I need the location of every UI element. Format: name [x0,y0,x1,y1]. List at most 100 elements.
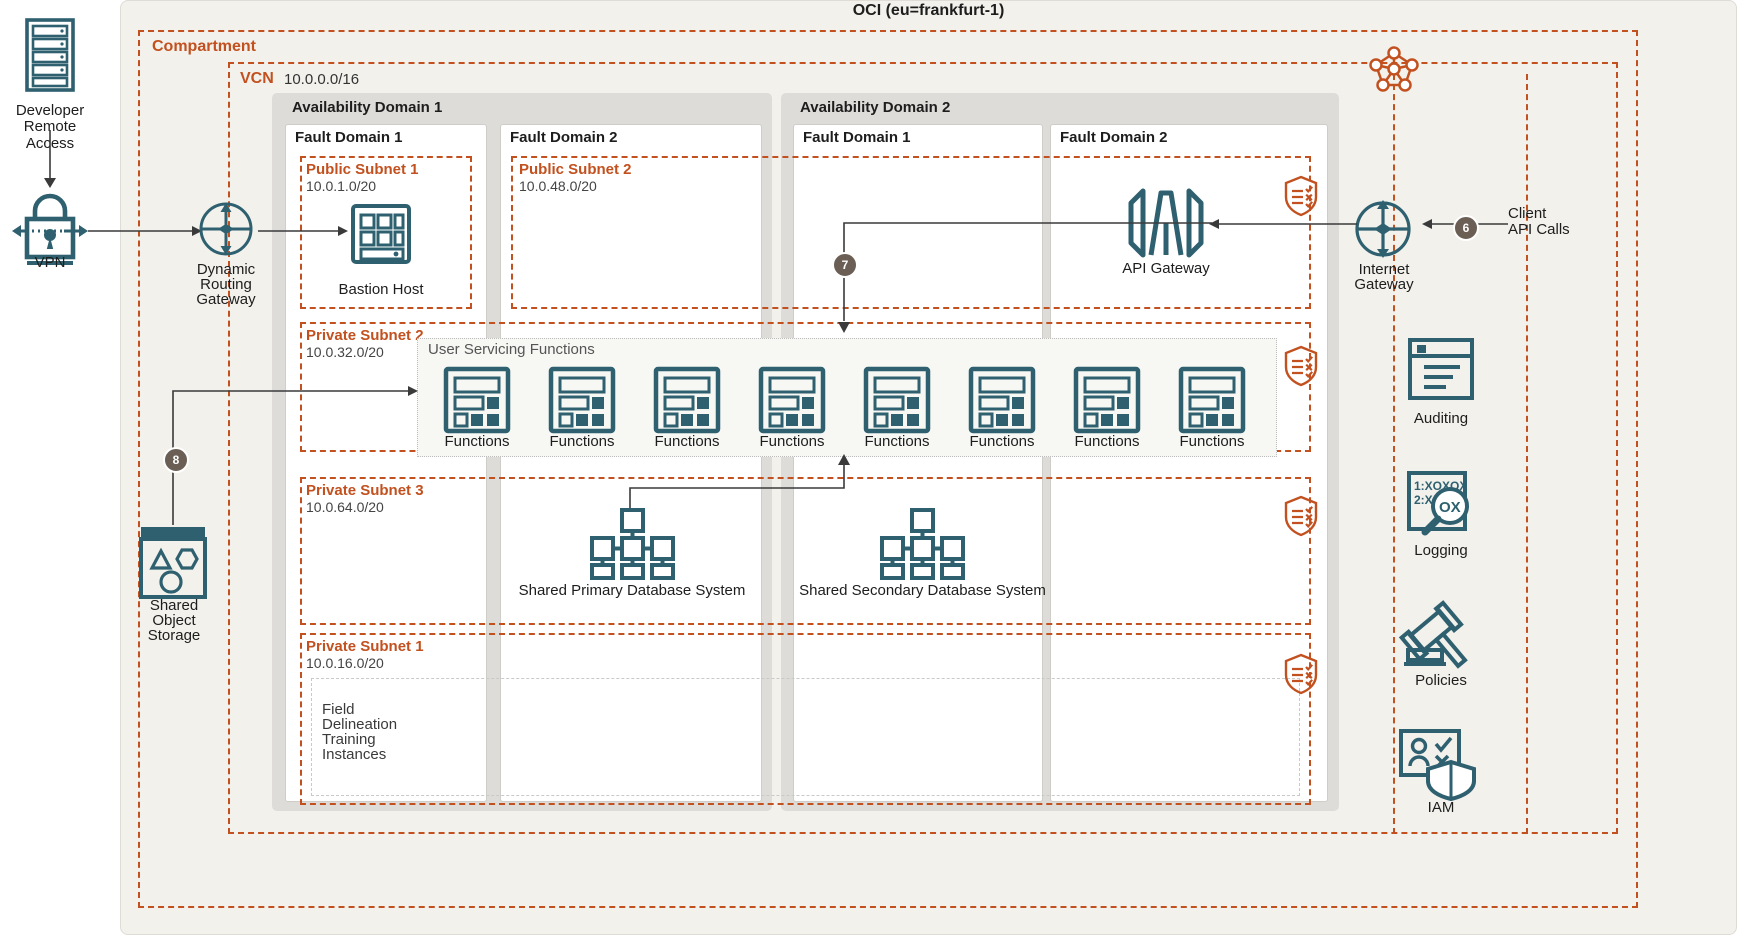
iam-shield-icon [1398,728,1480,802]
database-system-icon [585,508,680,580]
training-instances-line-3: Training [322,731,376,748]
functions-label: Functions [444,433,510,450]
arrow-internetgw-to-apigw [1209,219,1357,229]
vpn-label: VPN [34,254,66,271]
user-servicing-functions-title: User Servicing Functions [428,341,595,358]
training-instances-line-4: Instances [322,746,387,763]
private-subnet-3-cidr: 10.0.64.0/20 [306,499,384,515]
compartment-label: Compartment [152,38,257,55]
object-storage-label-2: Object [152,612,196,629]
object-storage-icon [138,524,208,602]
security-lane-left-edge [1393,74,1395,834]
arrow-drg-to-bastion [258,226,348,236]
availability-domain-2-title: Availability Domain 2 [800,99,951,116]
security-lane-right-edge [1526,74,1528,834]
auditing-label: Auditing [1413,410,1469,427]
arrow-storage-to-functions [172,386,418,525]
security-shield-icon [1284,175,1318,217]
security-shield-icon [1284,495,1318,537]
client-api-calls-label-1: Client [1508,205,1547,222]
bastion-host-icon [350,203,412,265]
training-instances-line-1: Field [322,701,355,718]
service-mesh-icon [1366,45,1422,93]
ad1-fault-domain-1 [285,124,487,802]
svg-text:OX: OX [1439,499,1461,516]
object-storage-label-3: Storage [147,627,201,644]
drg-label-1: Dynamic [196,261,256,278]
internet-gateway-label-1: Internet [1358,261,1410,278]
functions-label: Functions [549,433,615,450]
private-subnet-1-cidr: 10.0.16.0/20 [306,655,384,671]
compartment-boundary [138,30,1638,908]
public-subnet-2-name: Public Subnet 2 [519,161,632,178]
arrow-db-to-functions [629,454,850,508]
functions-icon [1073,366,1141,434]
gavel-icon [1398,598,1480,670]
ad2-fault-domain-2-title: Fault Domain 2 [1060,129,1168,146]
vcn-boundary [228,62,1618,834]
security-shield-icon [1284,653,1318,695]
arrow-developer-to-vpn [44,130,56,188]
arrow-vpn-to-drg [88,226,202,236]
ad1-fault-domain-2 [500,124,762,802]
ad1-fault-domain-2-title: Fault Domain 2 [510,129,618,146]
functions-icon [1178,366,1246,434]
private-subnet-2-name: Private Subnet 2 [306,327,424,344]
security-shield-icon [1284,345,1318,387]
functions-label: Functions [1074,433,1140,450]
internet-gateway-label-2: Gateway [1354,276,1414,293]
vcn-cidr: 10.0.0.0/16 [284,71,360,88]
training-instances-line-2: Delineation [322,716,398,733]
functions-icon [968,366,1036,434]
public-subnet-1-name: Public Subnet 1 [306,161,419,178]
logging-magnifier-icon: 1:XOXOX 2:XOX OX [1406,470,1478,538]
page-title: OCI (eu=frankfurt-1) [852,2,1005,19]
functions-icon [863,366,931,434]
drg-label-3: Gateway [196,291,256,308]
private-subnet-3-boundary [300,477,1311,625]
logging-label: Logging [1414,542,1468,559]
private-subnet-1-name: Private Subnet 1 [306,638,424,655]
functions-icon [548,366,616,434]
functions-label: Functions [654,433,720,450]
flow-badge-8: 8 [163,447,189,473]
policies-label: Policies [1415,672,1467,689]
public-subnet-1-boundary [300,156,472,309]
flow-badge-6: 6 [1453,215,1479,241]
functions-label: Functions [969,433,1035,450]
private-subnet-1-boundary [300,633,1311,805]
internet-gateway-icon [1352,198,1414,260]
public-subnet-1-cidr: 10.0.1.0/20 [306,178,377,194]
functions-label: Functions [864,433,930,450]
api-gateway-label: API Gateway [1122,260,1210,277]
arrow-apigw-to-functions [838,222,1212,333]
functions-icon [758,366,826,434]
ad1-fault-domain-1-title: Fault Domain 1 [295,129,403,146]
bastion-host-label: Bastion Host [338,281,424,298]
functions-label: Functions [759,433,825,450]
private-subnet-3-name: Private Subnet 3 [306,482,424,499]
iam-label: IAM [1427,799,1455,816]
database-secondary-label: Shared Secondary Database System [799,582,1046,599]
padlock-icon [18,193,82,267]
private-subnet-2-cidr: 10.0.32.0/20 [306,344,384,360]
developer-label-1: Developer [15,102,85,119]
server-rack-icon [24,17,76,93]
ad2-fault-domain-1 [793,124,1043,802]
dynamic-routing-gateway-icon [197,200,255,258]
training-instances-box [311,678,1300,796]
public-subnet-2-boundary [511,156,1311,309]
client-api-calls-label-2: API Calls [1508,221,1570,238]
functions-icon [443,366,511,434]
flow-badge-7: 7 [832,252,858,278]
vpn-side-arrows [12,225,88,237]
functions-icon [653,366,721,434]
public-subnet-2-cidr: 10.0.48.0/20 [519,178,597,194]
object-storage-label-1: Shared [149,597,199,614]
auditing-icon [1406,337,1476,403]
functions-label: Functions [1179,433,1245,450]
database-primary-label: Shared Primary Database System [518,582,746,599]
ad2-fault-domain-1-title: Fault Domain 1 [803,129,911,146]
drg-label-2: Routing [200,276,252,293]
